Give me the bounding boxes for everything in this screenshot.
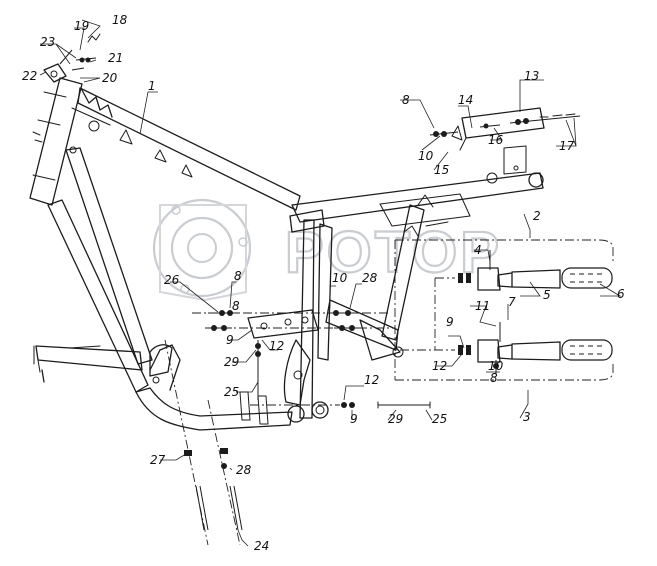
callout-28-bottom: 28 xyxy=(236,463,252,477)
callout-29-left: 29 xyxy=(224,355,239,369)
tank-mount-assembly xyxy=(429,107,581,175)
callout-9-right: 9 xyxy=(446,315,454,329)
callout-8-top: 8 xyxy=(402,93,410,107)
callout-11: 11 xyxy=(475,299,490,313)
callout-9-bottom: 9 xyxy=(350,412,358,426)
top-tube xyxy=(77,87,301,211)
footrest-lower xyxy=(458,322,613,374)
callout-25-right: 25 xyxy=(432,412,447,426)
callout-29-right: 29 xyxy=(388,412,403,426)
bottom-bolts xyxy=(164,339,243,546)
down-tube-inner xyxy=(65,147,153,365)
callout-1: 1 xyxy=(148,79,156,93)
callout-9-left: 9 xyxy=(226,333,234,347)
seat-rail xyxy=(291,172,544,223)
callout-25-left: 25 xyxy=(224,385,239,399)
leader-lines xyxy=(39,19,622,547)
callout-12-left: 12 xyxy=(269,339,284,353)
callout-10-right: 10 xyxy=(488,359,504,373)
callout-labels: 1 2 3 4 5 6 7 8 8 8 8 9 9 9 10 10 10 11 … xyxy=(22,13,625,553)
callout-15: 15 xyxy=(434,163,449,177)
callout-24: 24 xyxy=(254,539,269,553)
down-tube xyxy=(47,199,149,393)
callout-17: 17 xyxy=(559,139,575,153)
callout-28-mid: 28 xyxy=(362,271,378,285)
callout-14: 14 xyxy=(458,93,473,107)
callout-10-mid: 10 xyxy=(332,271,348,285)
callout-8-lower: 8 xyxy=(232,299,240,313)
callout-13: 13 xyxy=(524,69,539,83)
rear-strut xyxy=(381,204,425,341)
bracket-2-line xyxy=(395,239,614,262)
seat-post xyxy=(299,219,315,419)
lower-cradle xyxy=(135,387,293,431)
mid-fasteners xyxy=(192,310,431,409)
callout-8-mid: 8 xyxy=(234,269,242,283)
callout-19: 19 xyxy=(74,19,89,33)
callout-7: 7 xyxy=(508,295,516,309)
callout-26: 26 xyxy=(164,273,180,287)
watermark-logo: POTOP xyxy=(152,198,500,302)
footrest-upper xyxy=(458,250,613,291)
callout-3: 3 xyxy=(523,410,531,424)
callout-22: 22 xyxy=(22,69,37,83)
callout-16: 16 xyxy=(488,133,504,147)
callout-23: 23 xyxy=(40,35,55,49)
callout-12-right: 12 xyxy=(432,359,447,373)
callout-6: 6 xyxy=(617,287,625,301)
callout-18: 18 xyxy=(112,13,128,27)
callout-8-right: 8 xyxy=(490,371,498,385)
steering-head xyxy=(29,77,83,206)
callout-27: 27 xyxy=(150,453,166,467)
callout-12-bottom: 12 xyxy=(364,373,379,387)
callout-21: 21 xyxy=(108,51,123,65)
callout-20: 20 xyxy=(102,71,118,85)
callout-5: 5 xyxy=(543,288,551,302)
bracket-3-line xyxy=(395,362,614,381)
main-frame xyxy=(29,77,544,431)
footrest-assemblies xyxy=(394,239,614,381)
footrest-bar xyxy=(35,345,143,371)
callout-10-top: 10 xyxy=(418,149,434,163)
callout-4: 4 xyxy=(474,243,482,257)
top-fasteners xyxy=(43,33,101,83)
callout-2: 2 xyxy=(533,209,541,223)
